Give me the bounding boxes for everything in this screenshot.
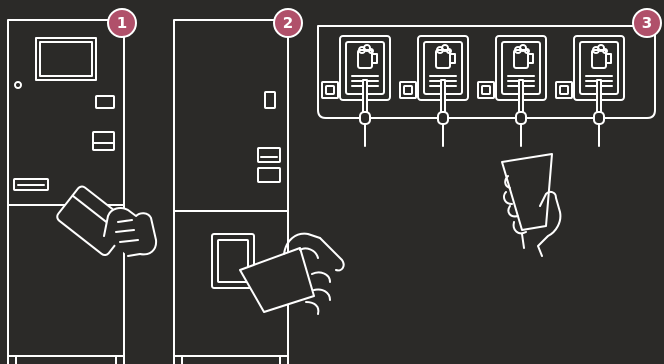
kiosk-card-reader <box>96 96 114 108</box>
kiosk-slot <box>93 132 114 150</box>
step-badge-2: 2 <box>273 8 303 38</box>
kiosk-screen <box>36 38 96 80</box>
beer-mug-icon <box>358 45 377 68</box>
step-badge-3: 3 <box>632 8 662 38</box>
tap-status-icon <box>478 82 494 98</box>
beer-mug-icon <box>514 45 533 68</box>
dispenser-slot-upper <box>258 148 280 162</box>
tap-status-icon <box>556 82 572 98</box>
cup-dispenser <box>174 20 288 364</box>
beer-mug-icon <box>592 45 611 68</box>
dispenser-button <box>265 92 275 108</box>
payment-kiosk <box>8 20 124 364</box>
beer-tap-3 <box>478 36 546 146</box>
beer-tap-4 <box>556 36 624 146</box>
pay-with-card-icon <box>55 185 156 257</box>
kiosk-indicator-light <box>15 82 21 88</box>
tap-status-icon <box>322 82 338 98</box>
take-cup-icon <box>240 234 344 314</box>
kiosk-receipt-slot <box>14 179 48 190</box>
step-badge-1: 1 <box>107 8 137 38</box>
pour-beer-icon <box>502 154 560 256</box>
beer-tap-2 <box>400 36 468 146</box>
beer-tap-1 <box>322 36 390 146</box>
dispenser-slot-lower <box>258 168 280 182</box>
tap-panel <box>318 26 655 118</box>
tap-status-icon <box>400 82 416 98</box>
beer-mug-icon <box>436 45 455 68</box>
